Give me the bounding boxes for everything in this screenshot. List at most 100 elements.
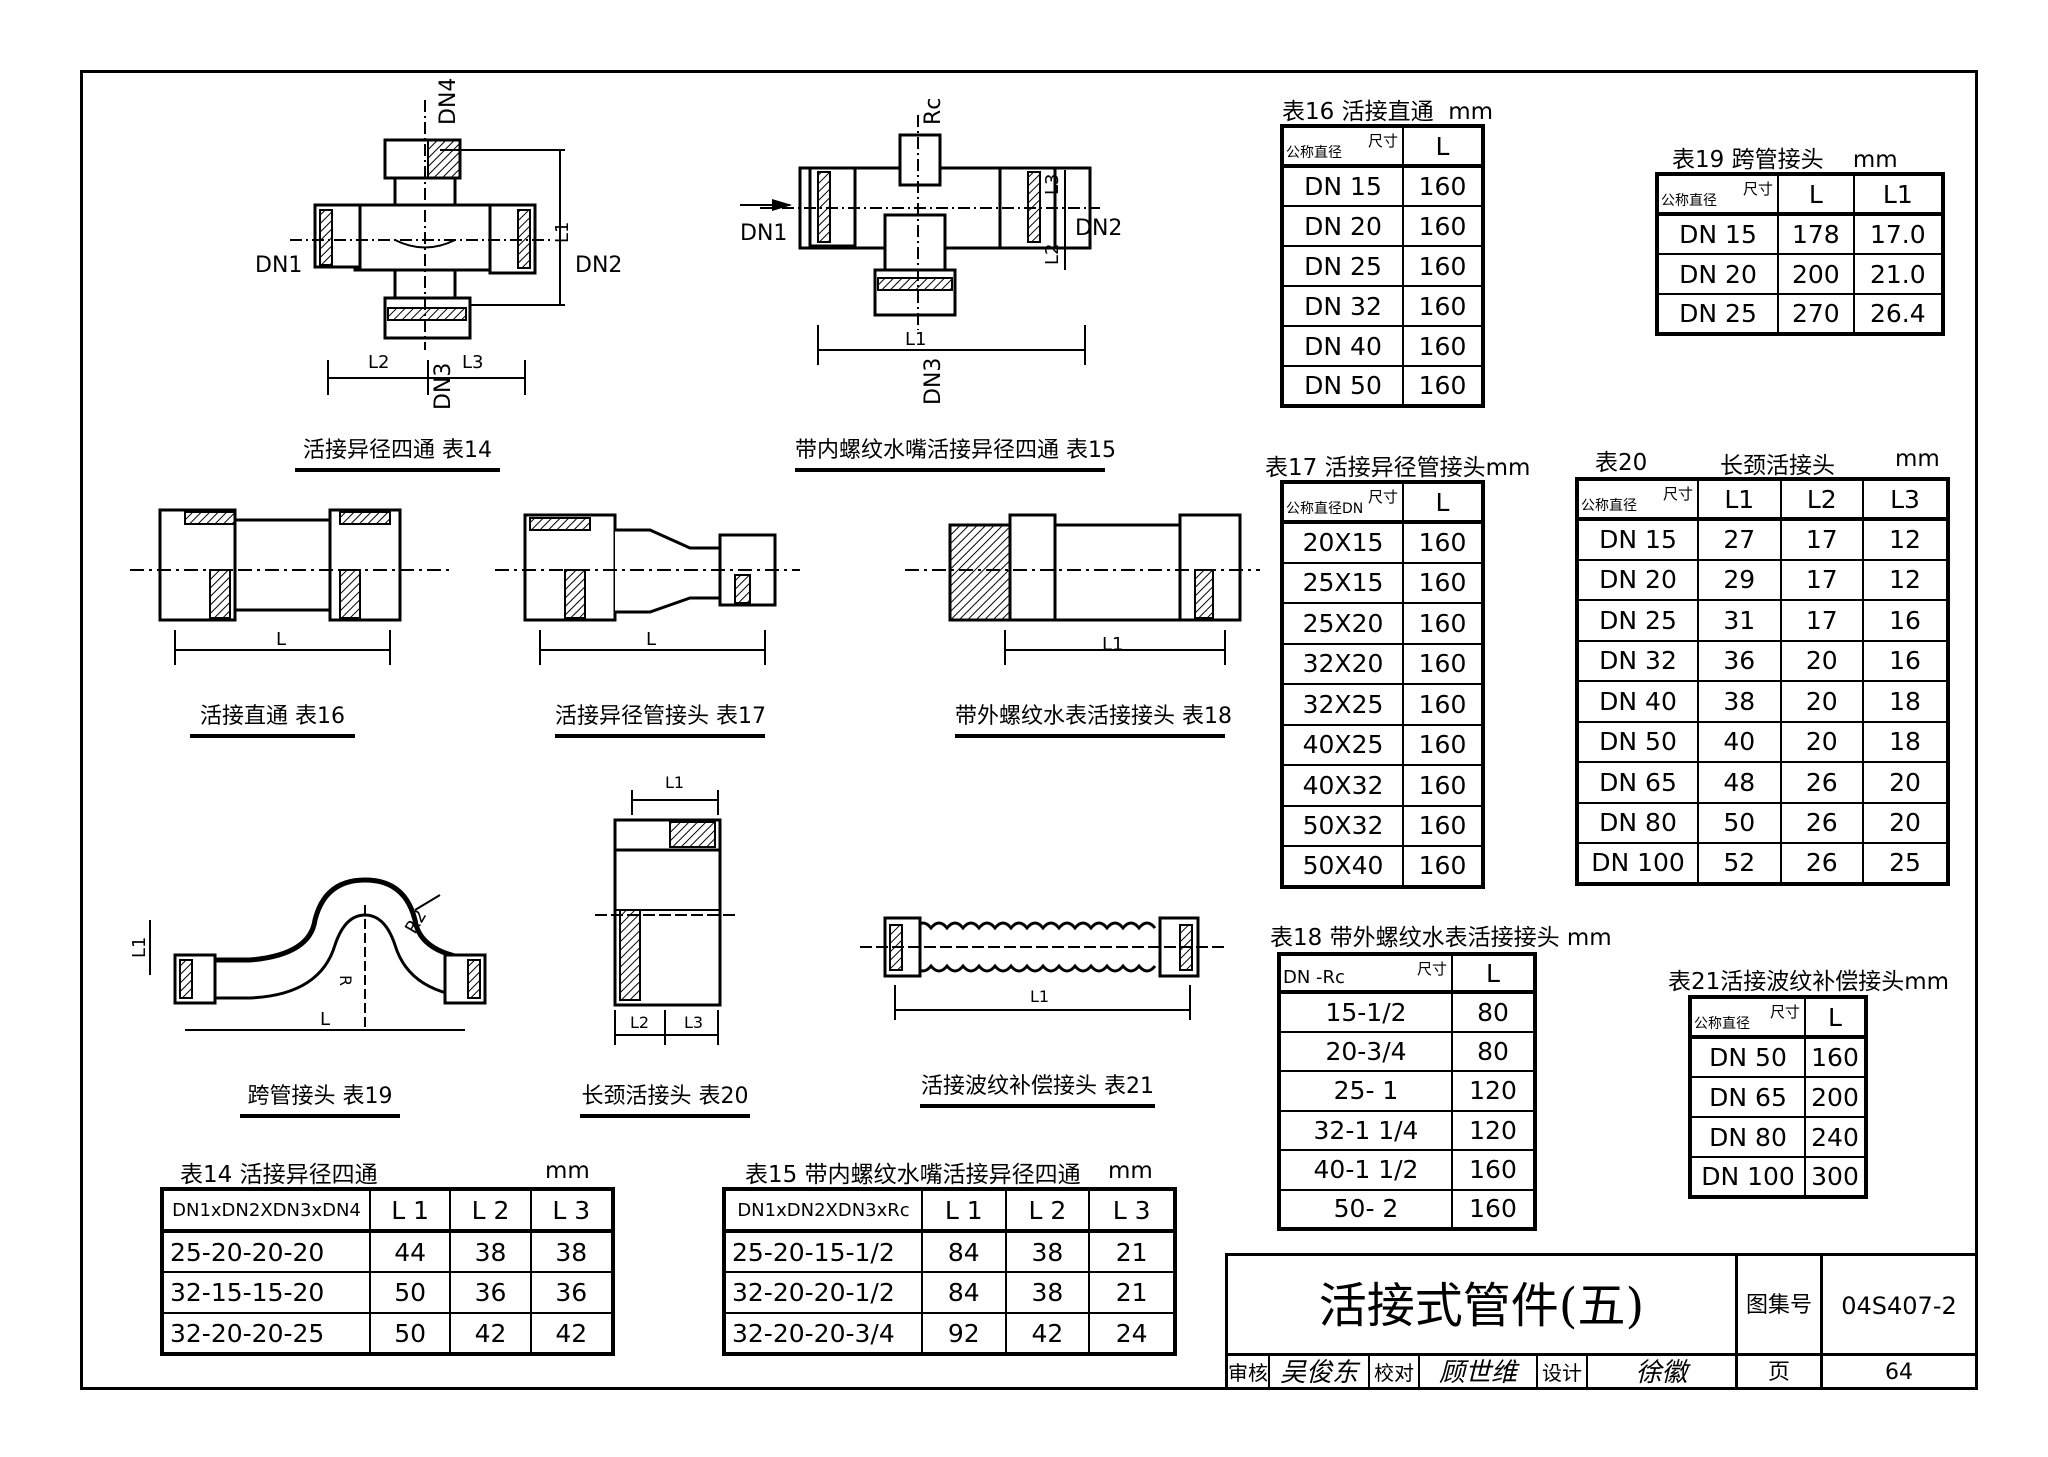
atlas-label: 图集号 [1738, 1256, 1823, 1356]
table-cell: 32-20-20-3/4 [722, 1312, 923, 1356]
table-cell: 160 [1402, 365, 1485, 408]
table-cell: 160 [1402, 723, 1485, 766]
table-cell: DN 80 [1688, 1116, 1806, 1158]
table-cell: 120 [1451, 1070, 1537, 1112]
table-cell: 38 [529, 1230, 616, 1273]
table19-head-l1: L1 [1852, 172, 1946, 216]
table-cell: 160 [1451, 1149, 1537, 1191]
table-cell: 25-20-20-20 [160, 1230, 371, 1273]
fig18-l1-label: L1 [1102, 634, 1123, 655]
table18-head-l: L [1451, 952, 1537, 994]
table-cell: 50X40 [1280, 845, 1404, 889]
caption-fig16: 活接直通 表16 [190, 698, 355, 738]
table-cell: 120 [1451, 1109, 1537, 1151]
table19-title: 表19 跨管接头 mm [1672, 147, 1898, 173]
table14-head-dims: DN1xDN2XDN3xDN4 [160, 1187, 371, 1233]
table-cell: 25- 1 [1277, 1070, 1453, 1112]
fig20-l3-label: L3 [684, 1013, 703, 1032]
table-cell: 160 [1402, 764, 1485, 807]
table-cell: 160 [1402, 205, 1485, 247]
table-cell: 26 [1779, 842, 1865, 886]
table17-corner: 尺寸公称直径DN [1280, 480, 1404, 524]
table20-head-l2: L2 [1779, 477, 1865, 521]
table-cell: 50 [368, 1312, 452, 1356]
table-cell: 31 [1697, 599, 1782, 642]
table-cell: 17 [1779, 558, 1865, 601]
fig20-l2-label: L2 [630, 1013, 649, 1032]
table15-title: 表15 带内螺纹水嘴活接异径四通 [745, 1162, 1081, 1188]
table-cell: 20 [1862, 801, 1950, 844]
table-cell: 200 [1804, 1076, 1868, 1118]
table-cell: 20 [1779, 720, 1865, 763]
table-cell: 40X32 [1280, 764, 1404, 807]
fig14-dn4-label: DN4 [436, 78, 461, 125]
table15-head-l1: L 1 [921, 1187, 1007, 1233]
table-cell: 160 [1451, 1188, 1537, 1231]
table-cell: 80 [1451, 1030, 1537, 1072]
table-cell: 21 [1088, 1230, 1177, 1273]
table-cell: 25-20-15-1/2 [722, 1230, 923, 1273]
fig15-l2-label: L2 [1042, 244, 1063, 265]
table-cell: 160 [1402, 165, 1485, 207]
fig19-r-label: R [336, 975, 355, 986]
caption-fig21: 活接波纹补偿接头 表21 [920, 1068, 1155, 1108]
table-cell: DN 65 [1688, 1076, 1806, 1118]
table-cell: DN 50 [1280, 365, 1404, 408]
table20-corner: 尺寸公称直径 [1575, 477, 1699, 521]
table-cell: 26.4 [1852, 293, 1946, 336]
table-cell: 26 [1779, 761, 1865, 804]
table-cell: 12 [1862, 558, 1950, 601]
table-cell: DN 25 [1655, 293, 1779, 336]
table-cell: 17 [1779, 518, 1865, 561]
table-cell: 200 [1777, 253, 1855, 295]
table14-title: 表14 活接异径四通 [180, 1162, 378, 1188]
fig14-l1-label: L1 [552, 222, 573, 243]
table-cell: 38 [1004, 1230, 1091, 1273]
table-cell: 32-1 1/4 [1277, 1109, 1453, 1151]
table-cell: 38 [449, 1230, 532, 1273]
table15-head-l2: L 2 [1004, 1187, 1091, 1233]
table-cell: DN 15 [1280, 165, 1404, 207]
table-cell: 36 [449, 1271, 532, 1314]
table-cell: 160 [1402, 804, 1485, 847]
check-label: 校对 [1370, 1356, 1420, 1390]
table16-head-l: L [1402, 124, 1485, 168]
designer-signature: 徐徽 [1588, 1356, 1738, 1390]
caption-fig17: 活接异径管接头 表17 [555, 698, 766, 738]
table-cell: 160 [1402, 845, 1485, 889]
fig14-cross-drawing [290, 100, 565, 395]
table-cell: 36 [1697, 639, 1782, 682]
table21-head-l: L [1804, 995, 1868, 1039]
table-cell: DN 40 [1280, 325, 1404, 367]
table-cell: DN 32 [1575, 639, 1699, 682]
table-cell: 32-20-20-25 [160, 1312, 371, 1356]
table-cell: 160 [1402, 683, 1485, 726]
fig15-rc-label: Rc [921, 98, 946, 125]
table-cell: 25X15 [1280, 561, 1404, 604]
table-cell: 50 [368, 1271, 452, 1314]
table-cell: 18 [1862, 720, 1950, 763]
table-cell: 40 [1697, 720, 1782, 763]
